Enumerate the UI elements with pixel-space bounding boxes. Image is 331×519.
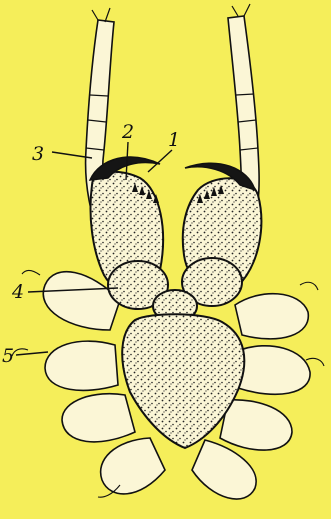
leg-right-1 bbox=[235, 294, 308, 339]
leader-5 bbox=[16, 352, 48, 355]
leg-left-3 bbox=[62, 394, 135, 442]
leg-right-2 bbox=[238, 346, 310, 395]
label-4: 4 bbox=[11, 281, 24, 303]
leg-right-3 bbox=[220, 400, 292, 450]
mouthparts bbox=[108, 258, 242, 322]
label-5: 5 bbox=[2, 345, 14, 367]
label-2: 2 bbox=[121, 121, 134, 143]
label-1: 1 bbox=[168, 129, 180, 151]
leg-left-4 bbox=[101, 438, 165, 494]
label-3: 3 bbox=[32, 143, 44, 165]
leg-left-2 bbox=[45, 341, 118, 390]
